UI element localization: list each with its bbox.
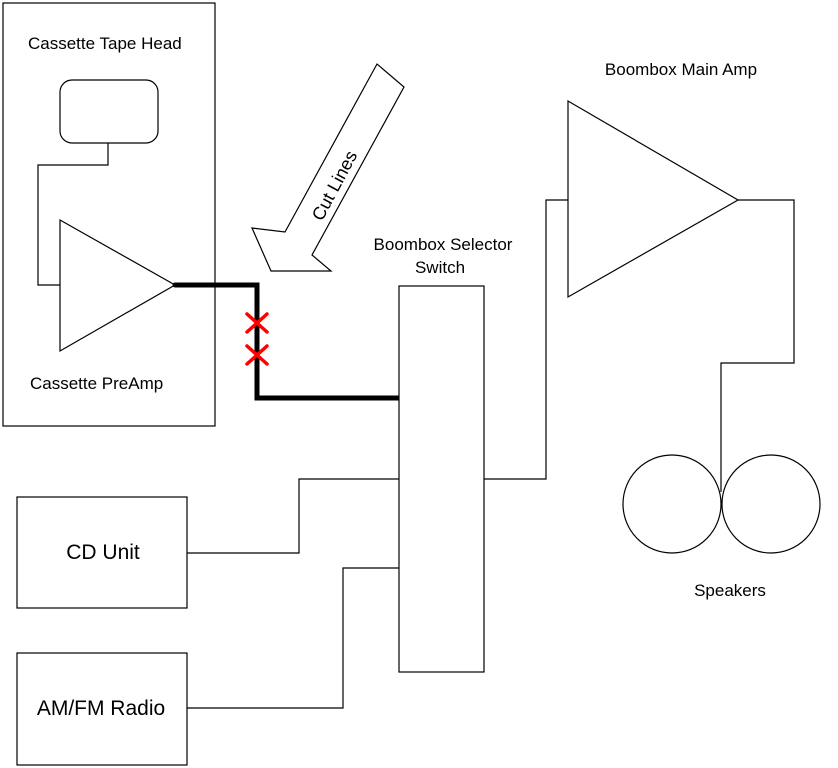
selector-switch-block (398, 285, 485, 673)
cd-wire (187, 478, 399, 554)
cd-unit-box (16, 496, 188, 609)
speakers-label: Speakers (694, 581, 766, 600)
cut-marker (245, 344, 269, 366)
tape-head-block (59, 79, 159, 144)
cd-unit-label: CD Unit (66, 541, 140, 564)
selector-to-amp-wire (484, 199, 568, 480)
cut-lines-arrow (251, 63, 405, 272)
radio-label: AM/FM Radio (37, 697, 165, 720)
cassette-enclosure (2, 2, 216, 427)
main-amp-label: Boombox Main Amp (605, 60, 757, 79)
radio-box (16, 652, 188, 766)
main-amp-triangle (567, 99, 740, 299)
cut-marker (245, 312, 269, 334)
speaker-right (721, 454, 821, 554)
selector-label-line1: Boombox Selector (374, 235, 513, 254)
tape-head-label: Cassette Tape Head (28, 34, 182, 53)
selector-label-line2: Switch (415, 258, 465, 277)
amp-to-speaker-wire (720, 199, 795, 492)
cassette-output-wire (172, 282, 402, 401)
preamp-triangle (59, 218, 177, 353)
tape-head-wire (37, 143, 109, 286)
preamp-label: Cassette PreAmp (30, 374, 163, 393)
speaker-left (622, 454, 722, 554)
radio-wire (187, 567, 399, 709)
